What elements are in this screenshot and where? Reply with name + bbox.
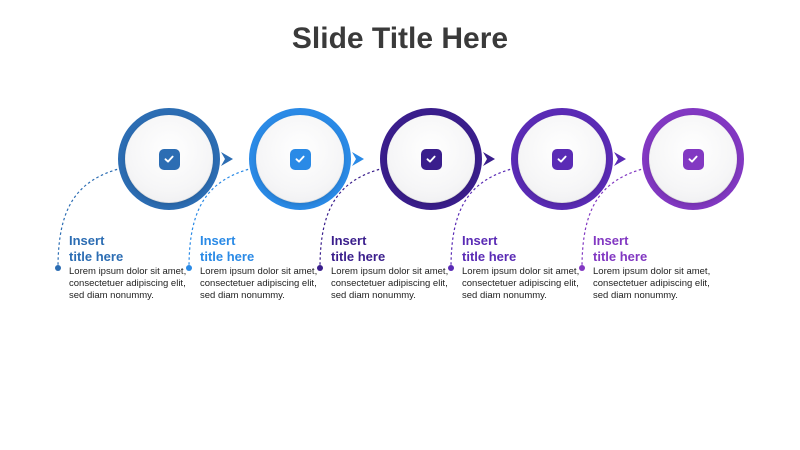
step-5: Insert title here Lorem ipsum dolor sit …	[580, 106, 790, 336]
step-heading-line2: title here	[69, 249, 124, 264]
step-disc	[519, 116, 605, 202]
arrow-right-icon	[352, 152, 364, 166]
step-description: Lorem ipsum dolor sit amet, consectetuer…	[593, 266, 711, 302]
connector-dot	[317, 265, 323, 271]
arrow-right-icon	[614, 152, 626, 166]
step-4: Insert title here Lorem ipsum dolor sit …	[449, 106, 659, 336]
step-ring	[118, 108, 220, 210]
step-1: Insert title here Lorem ipsum dolor sit …	[56, 106, 266, 336]
step-heading-line2: title here	[462, 249, 517, 264]
step-ring	[249, 108, 351, 210]
step-heading-line1: Insert	[69, 233, 105, 248]
step-disc	[388, 116, 474, 202]
check-icon	[289, 148, 311, 170]
connector-curve	[319, 167, 385, 269]
step-heading: Insert title here	[593, 233, 723, 265]
connector-curve	[581, 167, 647, 269]
step-heading: Insert title here	[462, 233, 592, 265]
arrow-right-icon	[483, 152, 495, 166]
step-description: Lorem ipsum dolor sit amet, consectetuer…	[200, 266, 318, 302]
arrow-right-icon	[221, 152, 233, 166]
connector-curve	[450, 167, 516, 269]
step-heading-line1: Insert	[593, 233, 629, 248]
check-icon	[158, 148, 180, 170]
check-icon	[682, 148, 704, 170]
check-icon	[420, 148, 442, 170]
connector-dot	[55, 265, 61, 271]
step-3: Insert title here Lorem ipsum dolor sit …	[318, 106, 528, 336]
step-heading: Insert title here	[331, 233, 461, 265]
step-heading-line2: title here	[331, 249, 386, 264]
connector-dot	[448, 265, 454, 271]
step-2: Insert title here Lorem ipsum dolor sit …	[187, 106, 397, 336]
step-heading-line2: title here	[200, 249, 255, 264]
step-disc	[126, 116, 212, 202]
step-ring	[380, 108, 482, 210]
step-heading-line2: title here	[593, 249, 648, 264]
step-heading: Insert title here	[200, 233, 330, 265]
connector-curve	[57, 167, 123, 269]
step-ring	[642, 108, 744, 210]
step-disc	[650, 116, 736, 202]
step-heading-line1: Insert	[462, 233, 498, 248]
check-icon	[551, 148, 573, 170]
step-description: Lorem ipsum dolor sit amet, consectetuer…	[462, 266, 580, 302]
connector-dot	[186, 265, 192, 271]
step-description: Lorem ipsum dolor sit amet, consectetuer…	[331, 266, 449, 302]
step-description: Lorem ipsum dolor sit amet, consectetuer…	[69, 266, 187, 302]
step-heading: Insert title here	[69, 233, 199, 265]
slide-title: Slide Title Here	[291, 22, 509, 55]
step-heading-line1: Insert	[331, 233, 367, 248]
step-ring	[511, 108, 613, 210]
step-heading-line1: Insert	[200, 233, 236, 248]
connector-curve	[188, 167, 254, 269]
connector-dot	[579, 265, 585, 271]
step-disc	[257, 116, 343, 202]
